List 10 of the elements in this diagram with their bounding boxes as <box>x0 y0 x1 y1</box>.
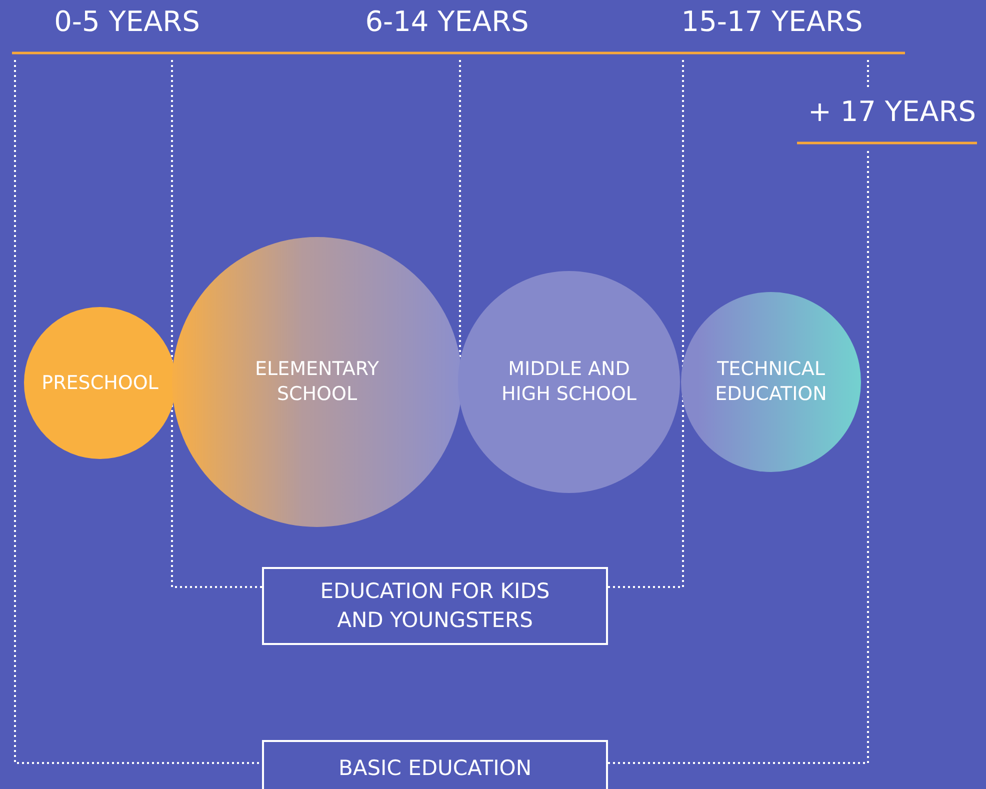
category-box: BASIC EDUCATION <box>262 740 608 789</box>
age-label: 0-5 YEARS <box>54 5 200 38</box>
age-label: 6-14 YEARS <box>365 5 529 38</box>
age-label: + 17 YEARS <box>808 95 976 128</box>
stage-circle: PRESCHOOL <box>24 307 176 459</box>
stage-circle: ELEMENTARY SCHOOL <box>172 237 462 527</box>
category-box: EDUCATION FOR KIDS AND YOUNGSTERS <box>262 567 608 645</box>
stage-circle: MIDDLE AND HIGH SCHOOL <box>458 271 680 493</box>
stage-circle: TECHNICAL EDUCATION <box>681 292 861 472</box>
age-label: 15-17 YEARS <box>681 5 863 38</box>
